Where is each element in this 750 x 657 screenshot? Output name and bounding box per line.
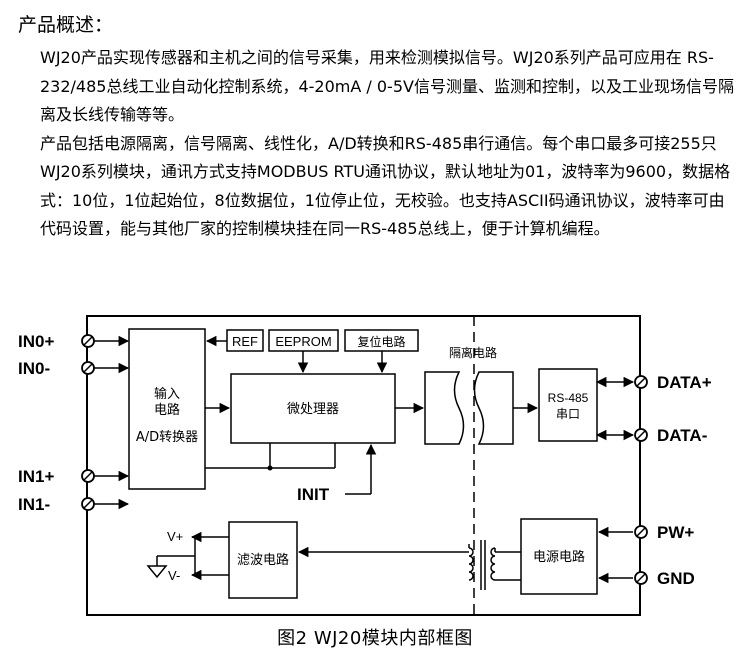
input-ad-line1: 输入 <box>154 386 180 402</box>
transformer-icon <box>468 540 521 590</box>
label-in0-neg: IN0- <box>18 359 50 378</box>
terminal-gnd: GND <box>634 569 695 588</box>
screw-terminal-icon <box>634 375 648 389</box>
v-pos-label: V+ <box>167 529 183 544</box>
label-data-neg: DATA- <box>657 426 707 445</box>
intro-text: WJ20产品实现传感器和主机之间的信号采集，用来检测模拟信号。WJ20系列产品可… <box>40 44 740 244</box>
terminal-in0-neg: IN0- <box>18 359 130 378</box>
screw-terminal-icon <box>81 497 95 511</box>
reset-label: 复位电路 <box>357 334 405 349</box>
ref-label: REF <box>232 334 258 349</box>
label-data-pos: DATA+ <box>657 373 712 392</box>
init-label: INIT <box>297 485 330 504</box>
screw-terminal-icon <box>634 525 648 539</box>
intro-paragraph-2: 产品包括电源隔离，信号隔离、线性化，A/D转换和RS-485串行通信。每个串口最… <box>40 133 731 239</box>
mcu-block <box>230 373 396 444</box>
isolation-left-shape <box>424 371 465 445</box>
figure-caption: 图2 WJ20模块内部框图 <box>277 628 473 649</box>
intro-paragraph-1: WJ20产品实现传感器和主机之间的信号采集，用来检测模拟信号。WJ20系列产品可… <box>40 48 734 124</box>
terminal-data-neg: DATA- <box>634 426 707 445</box>
input-ad-line3: A/D转换器 <box>136 430 198 445</box>
module-outline <box>86 315 641 616</box>
screw-terminal-icon <box>634 571 648 585</box>
screw-terminal-icon <box>81 334 95 348</box>
label-in1-pos: IN1+ <box>18 467 54 486</box>
screw-terminal-icon <box>634 428 648 442</box>
label-in1-neg: IN1- <box>18 495 50 514</box>
label-in0-pos: IN0+ <box>18 332 54 351</box>
rs485-line1: RS-485 <box>548 391 589 405</box>
isolation-label: 隔离电路 <box>449 345 497 360</box>
ground-icon <box>146 555 195 579</box>
filter-label: 滤波电路 <box>237 552 289 568</box>
v-neg-label: V- <box>168 568 180 583</box>
eeprom-label: EEPROM <box>275 334 331 349</box>
input-ad-block <box>128 328 206 490</box>
rs485-line2: 串口 <box>556 407 580 421</box>
screw-terminal-icon <box>81 361 95 375</box>
input-ad-line2: 电路 <box>154 402 180 418</box>
power-block <box>520 518 598 595</box>
isolation-right-shape <box>473 371 514 445</box>
terminal-in1-neg: IN1- <box>18 495 130 514</box>
terminal-pw-pos: PW+ <box>634 523 694 542</box>
screw-terminal-icon <box>81 469 95 483</box>
power-label: 电源电路 <box>533 549 585 565</box>
label-gnd: GND <box>657 569 695 588</box>
filter-block <box>228 521 298 599</box>
terminal-data-pos: DATA+ <box>634 373 712 392</box>
section-title: 产品概述： <box>18 14 114 36</box>
terminal-in1-pos: IN1+ <box>18 467 130 486</box>
rs485-block <box>538 368 598 442</box>
terminal-in0-pos: IN0+ <box>18 332 130 351</box>
label-pw-pos: PW+ <box>657 523 694 542</box>
mcu-label: 微处理器 <box>287 402 339 417</box>
